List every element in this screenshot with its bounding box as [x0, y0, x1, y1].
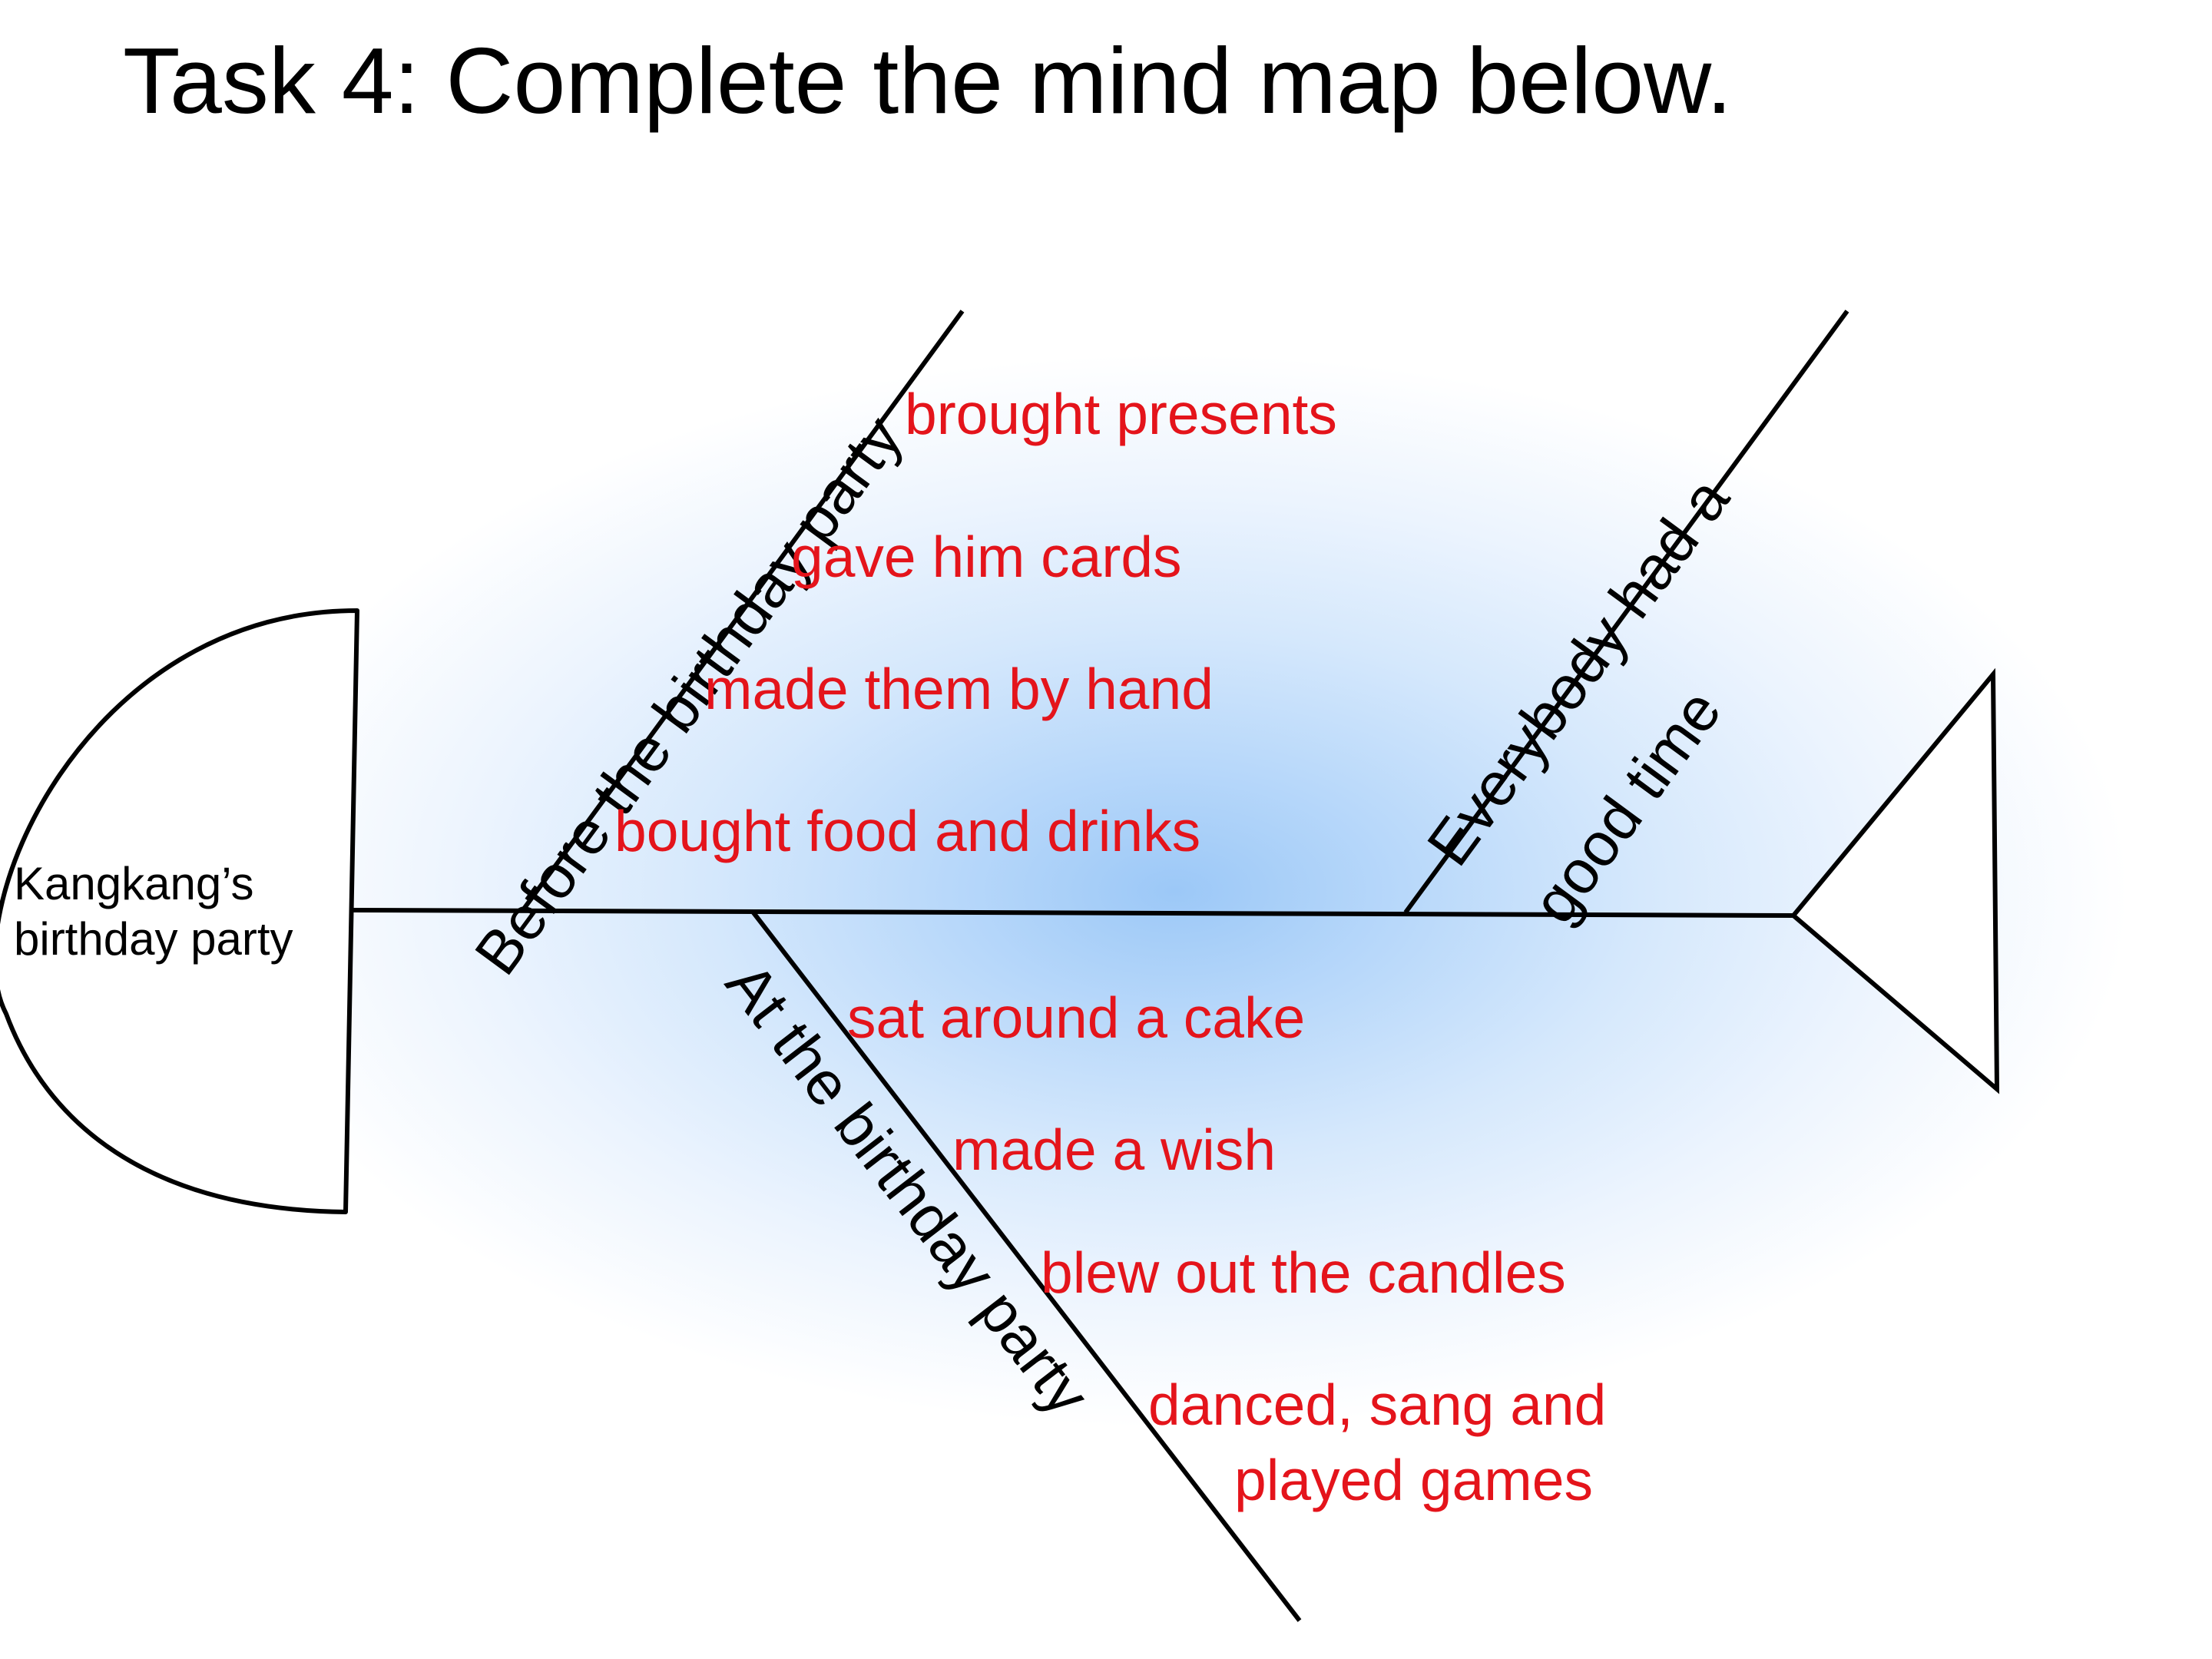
fish-head-shape: [0, 608, 359, 1214]
before-item-1: brought presents: [905, 382, 1337, 446]
page-title: Task 4: Complete the mind map below.: [123, 28, 1733, 133]
before-branch-line: [520, 310, 965, 912]
head-label: Kangkang’s birthday party: [14, 856, 293, 967]
head-label-line-2: birthday party: [14, 913, 293, 965]
at-branch-line: [750, 910, 1302, 1622]
fish-spine: [353, 908, 1794, 918]
head-label-line-1: Kangkang’s: [14, 858, 254, 909]
before-item-4: bought food and drinks: [614, 799, 1201, 863]
before-item-2: gave him cards: [791, 525, 1182, 589]
before-item-3: made them by hand: [704, 657, 1214, 721]
at-item-5: played games: [1234, 1448, 1593, 1512]
at-item-1: sat around a cake: [847, 985, 1306, 1050]
at-item-4: danced, sang and: [1148, 1373, 1607, 1437]
at-item-2: made a wish: [952, 1118, 1277, 1182]
fish-tail-shape: [1790, 667, 2000, 1094]
everybody-branch-line: [1403, 310, 1849, 914]
at-item-3: blew out the candles: [1041, 1240, 1566, 1305]
